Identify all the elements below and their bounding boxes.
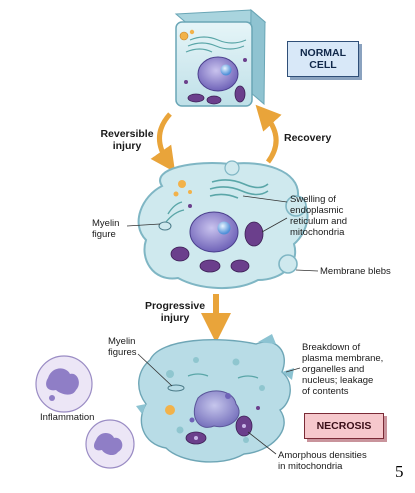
necrosis-label-box: NECROSIS [304, 413, 384, 439]
swollen-cell-callouts [126, 195, 319, 272]
myelin-figure-label: Myelin figure [92, 218, 120, 240]
page-number: 5 [395, 462, 404, 481]
swollen-cell [137, 160, 309, 289]
recovery-label: Recovery [284, 132, 332, 144]
necrotic-cell-callouts [137, 353, 301, 455]
membrane-blebs-label: Membrane blebs [320, 266, 391, 277]
reversible-injury-label: Reversible injury [100, 128, 154, 152]
inflammatory-cell-lower [85, 419, 135, 469]
inflammation-label: Inflammation [40, 412, 95, 423]
reversible-injury-arrow [150, 112, 176, 173]
necrotic-cell [136, 334, 294, 463]
recovery-arrow [255, 104, 282, 164]
progressive-injury-label: Progressive injury [144, 300, 206, 324]
myelin-figures-label: Myelin figures [108, 336, 137, 358]
swelling-label: Swelling of endoplasmic reticulum and mi… [290, 194, 348, 238]
inflammatory-cell-upper [35, 355, 93, 413]
breakdown-label: Breakdown of plasma membrane, organelles… [302, 342, 384, 397]
normal-cell-label-box: NORMAL CELL [287, 41, 359, 77]
normal-cell [174, 8, 267, 107]
amorphous-densities-label: Amorphous densities in mitochondria [278, 450, 367, 472]
